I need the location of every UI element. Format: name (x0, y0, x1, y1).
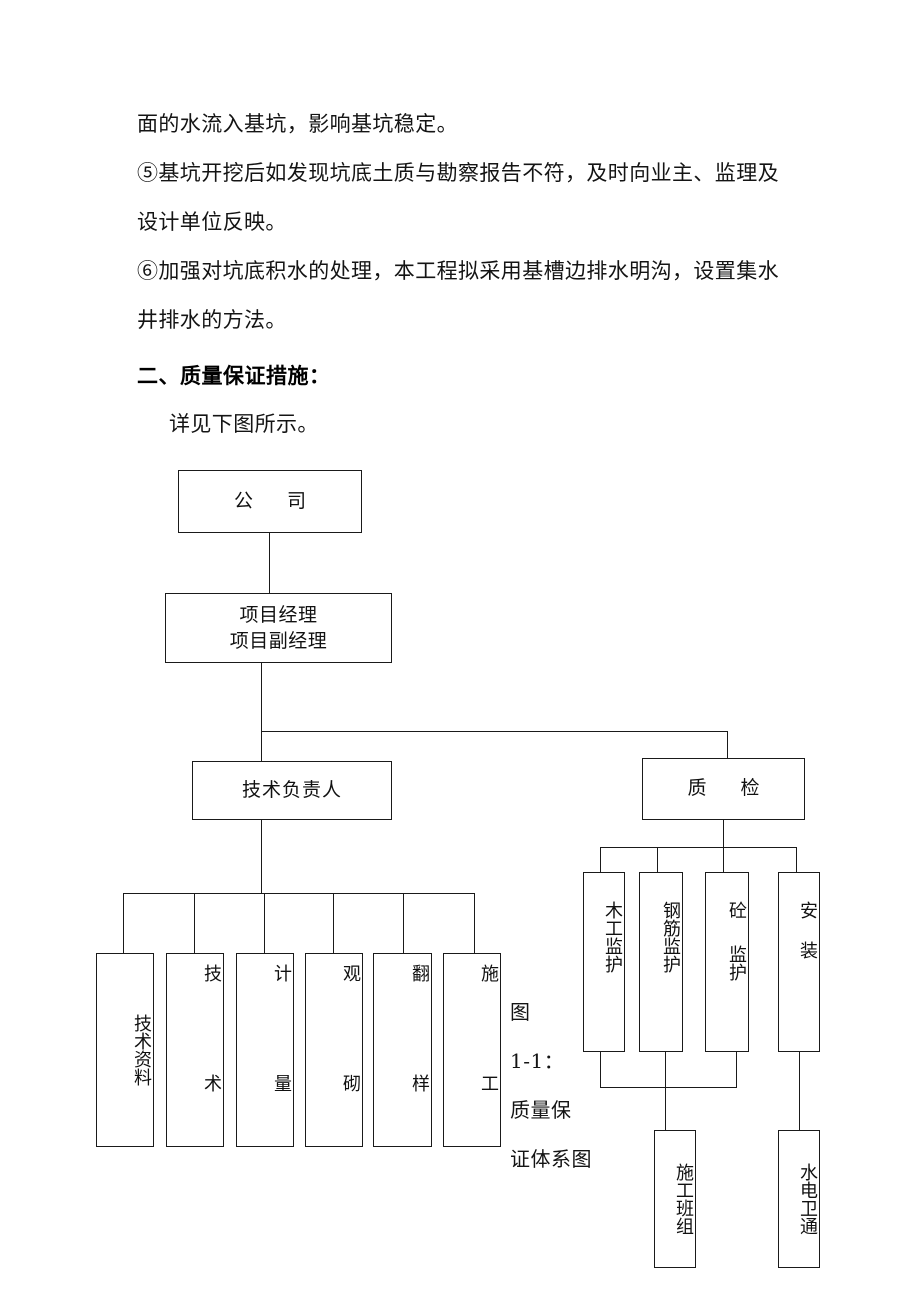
figure-caption-line: 质量保 (510, 1098, 572, 1122)
node-construction-label-b: 工 (478, 1074, 499, 1092)
node-technical-documents: 技术资料 (96, 953, 154, 1147)
node-masonry-observation-label-b: 砌 (340, 1074, 361, 1092)
node-concrete-supervision-label-a: 砼 (726, 901, 747, 919)
connector-qc-drop-1 (600, 847, 602, 872)
node-construction: 施 工 (443, 953, 501, 1147)
node-project-manager-label-line1: 项目经理 (239, 604, 318, 627)
node-concrete-supervision-label-b: 监护 (726, 945, 747, 981)
node-installation-label-a: 安 (797, 901, 818, 919)
node-technology-label-b: 术 (201, 1074, 222, 1092)
node-construction-crew: 施工班组 (654, 1130, 696, 1268)
connector-bus-to-tech-lead (261, 731, 263, 761)
connector-bus-to-qc (727, 731, 729, 758)
connector-pm-stem (261, 663, 263, 731)
node-rebar-supervision-label-a: 钢筋 (660, 901, 681, 937)
node-rebar-supervision: 钢筋 监护 (639, 872, 683, 1052)
node-installation: 安 装 (778, 872, 820, 1052)
paragraph: 面的水流入基坑，影响基坑稳定。 (137, 112, 458, 136)
connector-q2-down (665, 1052, 667, 1130)
connector-tech-drop-2 (194, 893, 196, 953)
connector-company-to-pm (269, 533, 271, 593)
connector-tech-drop-3 (264, 893, 266, 953)
connector-installation-to-mep (799, 1052, 801, 1130)
node-shop-drawing: 翻 样 (373, 953, 432, 1147)
node-technology: 技 术 (166, 953, 224, 1147)
node-measurement-label-a: 计 (271, 964, 292, 982)
paragraph: 井排水的方法。 (137, 308, 287, 332)
connector-qc-stem (723, 820, 725, 847)
node-project-manager: 项目经理 项目副经理 (165, 593, 392, 663)
node-concrete-supervision: 砼 监护 (705, 872, 749, 1052)
node-construction-label-a: 施 (478, 964, 499, 982)
figure-caption: 图 1-1： 质量保 证体系图 (510, 988, 622, 1184)
node-measurement: 计 量 (236, 953, 294, 1147)
document-body: 面的水流入基坑，影响基坑稳定。 ⑤基坑开挖后如发现坑底土质与勘察报告不符，及时向… (137, 100, 797, 449)
connector-qc-branch-bus (600, 847, 797, 849)
figure-caption-line: 1-1： (510, 1049, 565, 1073)
section-heading: 二、质量保证措施： (137, 363, 331, 388)
connector-tech-lead-stem (261, 820, 263, 893)
node-technical-documents-label: 技术资料 (131, 1014, 152, 1086)
connector-tech-drop-1 (123, 893, 125, 953)
node-carpentry-supervision-label-b: 监护 (602, 937, 623, 973)
connector-qc-drop-4 (796, 847, 798, 872)
node-shop-drawing-label-b: 样 (409, 1074, 430, 1092)
figure-caption-line: 证体系图 (510, 1147, 592, 1171)
figure-caption-line: 图 (510, 1000, 531, 1024)
node-construction-crew-label: 施工班组 (673, 1163, 694, 1235)
node-carpentry-supervision: 木工 监护 (583, 872, 625, 1052)
connector-q1-down (600, 1052, 602, 1088)
node-carpentry-supervision-label-a: 木工 (602, 901, 623, 937)
node-masonry-observation: 观 砌 (305, 953, 363, 1147)
connector-q3-down (736, 1052, 738, 1088)
connector-tech-drop-4 (333, 893, 335, 953)
node-rebar-supervision-label-b: 监护 (660, 937, 681, 973)
connector-qc-drop-2 (657, 847, 659, 872)
connector-tech-drop-5 (403, 893, 405, 953)
paragraph: ⑤基坑开挖后如发现坑底土质与勘察报告不符，及时向业主、监理及 (137, 161, 779, 185)
node-quality-control-label: 质 检 (687, 777, 774, 800)
connector-tech-branch-bus (123, 893, 475, 895)
node-measurement-label-b: 量 (271, 1074, 292, 1092)
node-shop-drawing-label-a: 翻 (409, 964, 430, 982)
connector-level2-bus (261, 731, 728, 733)
paragraph: 设计单位反映。 (137, 210, 287, 234)
node-installation-label-b: 装 (797, 941, 818, 959)
node-masonry-observation-label-a: 观 (340, 964, 361, 982)
connector-qc-drop-3 (723, 847, 725, 872)
node-company-label: 公 司 (233, 489, 321, 512)
node-technical-director: 技术负责人 (192, 761, 392, 820)
paragraph: ⑥加强对坑底积水的处理，本工程拟采用基槽边排水明沟，设置集水 (137, 259, 779, 283)
node-project-manager-label-line2: 项目副经理 (229, 630, 328, 652)
figure-reference-note: 详见下图所示。 (169, 412, 319, 436)
connector-tech-drop-6 (474, 893, 476, 953)
node-company: 公 司 (178, 470, 362, 533)
node-quality-control: 质 检 (642, 758, 805, 820)
node-mep-trades-label: 水电卫通 (797, 1163, 818, 1235)
node-technology-label-a: 技 (201, 964, 222, 982)
node-technical-director-label: 技术负责人 (241, 778, 342, 801)
connector-qc-merge-bus (600, 1087, 737, 1089)
node-mep-trades: 水电卫通 (778, 1130, 820, 1268)
